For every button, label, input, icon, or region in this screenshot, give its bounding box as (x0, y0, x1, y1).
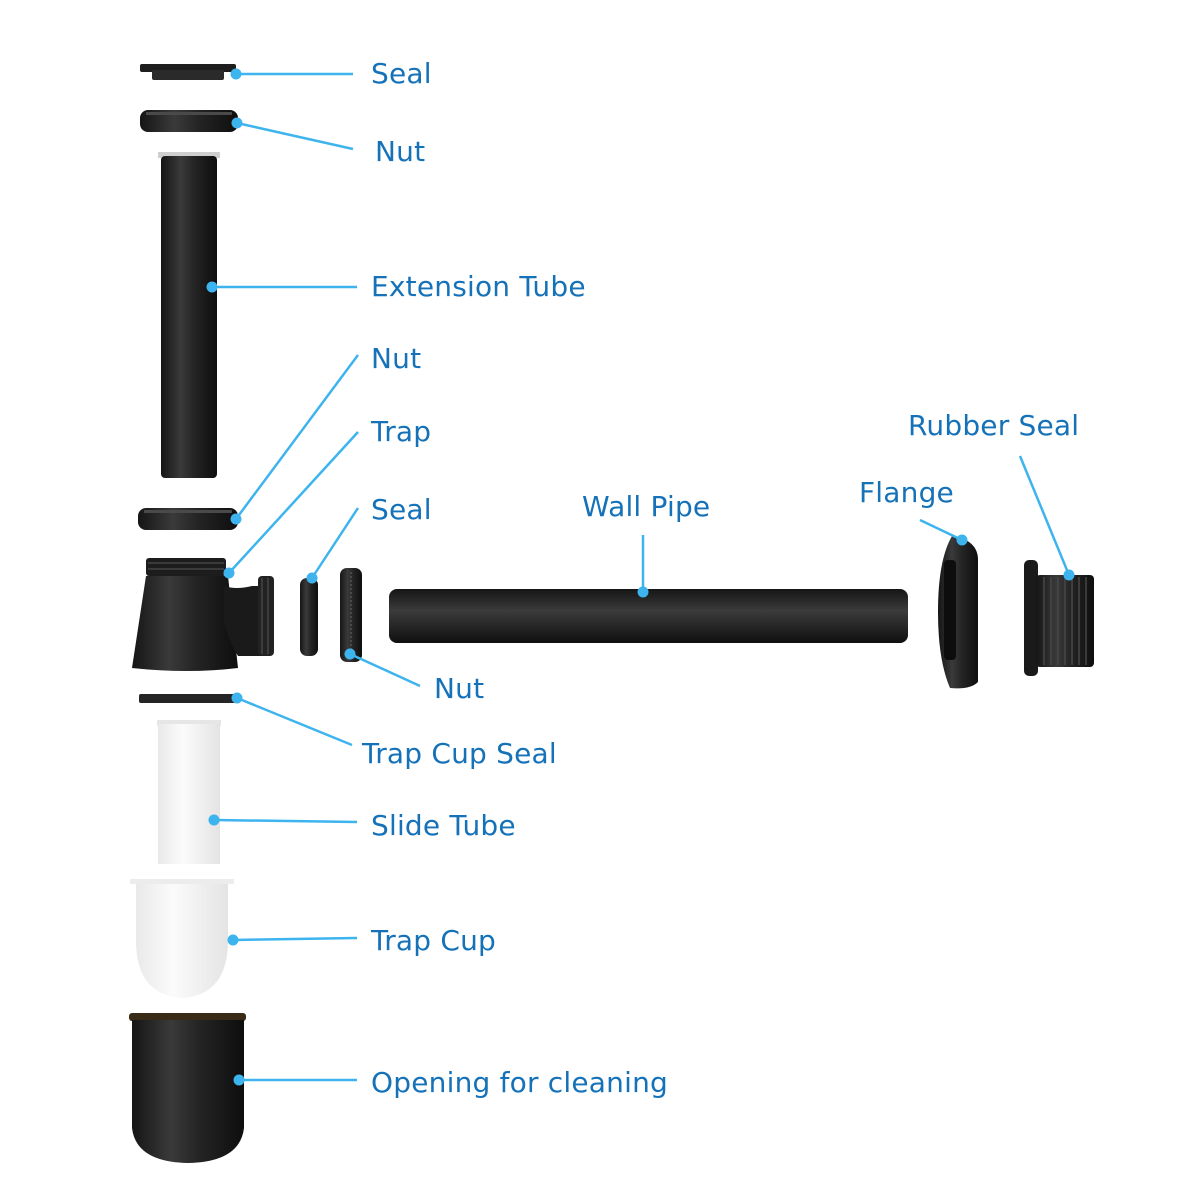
extension-tube-part (158, 152, 220, 478)
leader-dot (208, 814, 220, 826)
cleaning-cup-part (129, 1013, 246, 1163)
leader-line (1018, 455, 1071, 576)
label-opening-for-cleaning: Opening for cleaning (371, 1066, 668, 1099)
leader-line (310, 507, 360, 579)
leader-dot (956, 534, 968, 546)
leader-dot (344, 648, 356, 660)
seal-top-part (140, 64, 236, 80)
leader-dot (223, 567, 235, 579)
leader-line (213, 818, 358, 824)
leader-dot (206, 281, 218, 293)
leader-line (236, 696, 353, 747)
nut-mid-part (138, 508, 238, 530)
leader-lines (206, 68, 1075, 1086)
label-nut-side: Nut (434, 672, 485, 705)
leader-dot (230, 68, 242, 80)
leader-line (232, 936, 358, 942)
leader-dot (231, 117, 243, 129)
label-nut-top: Nut (375, 135, 426, 168)
nut-side-part (340, 568, 362, 662)
trap-part (132, 558, 274, 671)
label-flange: Flange (859, 476, 954, 509)
leader-dot (233, 1074, 245, 1086)
label-seal-mid: Seal (371, 493, 432, 526)
slide-tube-part (157, 720, 221, 864)
trap-cup-seal-part (139, 694, 238, 703)
leader-line (228, 431, 359, 574)
trap-cup-part (130, 879, 234, 998)
leader-dot (637, 586, 649, 598)
leader-line (349, 652, 421, 688)
seal-mid-part (300, 578, 318, 656)
label-nut-mid: Nut (371, 342, 422, 375)
leader-line (919, 518, 963, 542)
leader-line (236, 121, 354, 151)
label-wall-pipe: Wall Pipe (582, 490, 711, 523)
leader-line (234, 354, 360, 520)
leader-dot (230, 513, 242, 525)
label-slide-tube: Slide Tube (371, 809, 516, 842)
leader-dot (227, 934, 239, 946)
label-trap-cup: Trap Cup (371, 924, 497, 957)
label-seal-top: Seal (371, 57, 432, 90)
label-trap: Trap (371, 415, 432, 448)
rubber-seal-part (1024, 560, 1094, 676)
leader-dot (231, 692, 243, 704)
wall-pipe-part (389, 589, 908, 643)
flange-part (938, 536, 978, 689)
label-extension-tube: Extension Tube (371, 270, 586, 303)
leader-dot (306, 572, 318, 584)
label-rubber-seal: Rubber Seal (908, 409, 1080, 442)
label-trap-cup-seal: Trap Cup Seal (362, 737, 557, 770)
leader-dot (1063, 569, 1075, 581)
nut-top-part (140, 110, 238, 132)
